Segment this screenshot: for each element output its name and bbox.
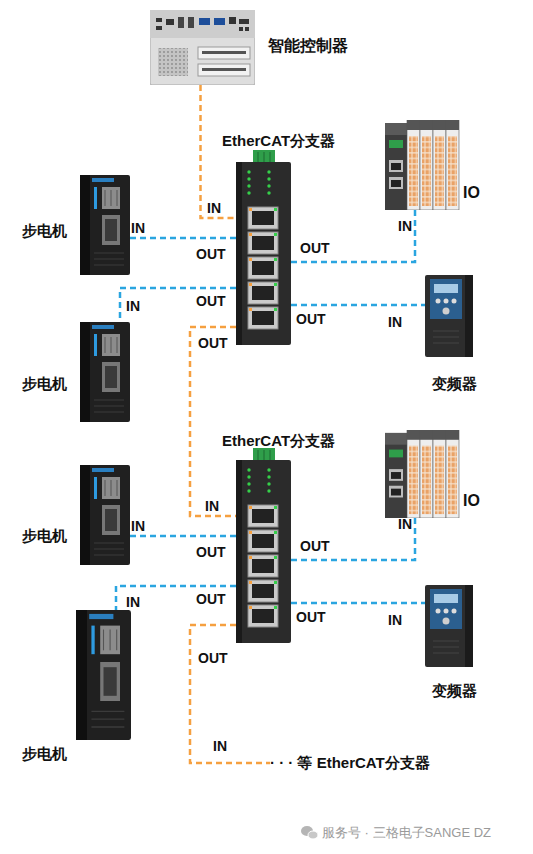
motor-node: 步电机 bbox=[80, 175, 130, 275]
node-label: 步电机 bbox=[22, 527, 67, 545]
motor-node: 步电机 bbox=[76, 610, 131, 740]
switch-node: EtherCAT分支器 bbox=[236, 460, 291, 643]
ethercat-switch bbox=[236, 150, 291, 345]
port-label: IN bbox=[398, 516, 412, 532]
stepper-driver bbox=[80, 322, 130, 422]
port-label: OUT bbox=[198, 335, 228, 351]
branch-link bbox=[291, 518, 415, 560]
branch-link bbox=[291, 210, 415, 262]
switch-node: EtherCAT分支器 bbox=[236, 162, 291, 345]
wechat-icon-part bbox=[308, 831, 318, 839]
node-label: EtherCAT分支器 bbox=[222, 132, 335, 150]
node-label: 步电机 bbox=[22, 222, 67, 240]
node-label: 变频器 bbox=[432, 682, 477, 700]
branch-link bbox=[130, 237, 236, 240]
vfd-node: 变频器 bbox=[425, 275, 473, 357]
port-label: IN bbox=[388, 612, 402, 628]
branch-link bbox=[130, 535, 236, 538]
trunk-link bbox=[201, 85, 237, 218]
controller-node: 智能控制器 bbox=[150, 10, 255, 85]
port-label: IN bbox=[398, 218, 412, 234]
node-label: 智能控制器 bbox=[268, 37, 348, 55]
vfd-drive bbox=[425, 585, 473, 667]
port-label: OUT bbox=[196, 293, 226, 309]
port-label: OUT bbox=[300, 240, 330, 256]
stepper-driver bbox=[80, 175, 130, 275]
port-label: OUT bbox=[296, 609, 326, 625]
ethercat-switch bbox=[236, 448, 291, 643]
port-label: OUT bbox=[198, 650, 228, 666]
node-label: IO bbox=[463, 492, 480, 510]
port-label: IN bbox=[131, 518, 145, 534]
port-label: OUT bbox=[196, 246, 226, 262]
vfd-drive bbox=[425, 275, 473, 357]
io-node: IO bbox=[385, 430, 460, 518]
branch-link bbox=[120, 288, 236, 322]
io-node: IO bbox=[385, 120, 460, 210]
motor-node: 步电机 bbox=[80, 465, 130, 565]
port-label: OUT bbox=[196, 591, 226, 607]
motor-node: 步电机 bbox=[80, 322, 130, 422]
branch-link bbox=[291, 304, 425, 307]
branch-link bbox=[291, 602, 425, 605]
trunk-link bbox=[190, 625, 270, 763]
industrial-pc bbox=[150, 10, 255, 85]
node-label: IO bbox=[463, 184, 480, 202]
port-label: IN bbox=[126, 594, 140, 610]
io-module bbox=[385, 120, 459, 210]
node-label: EtherCAT分支器 bbox=[222, 432, 335, 450]
port-label: IN bbox=[213, 738, 227, 754]
watermark: 服务号 · 三格电子SANGE DZ bbox=[322, 825, 491, 841]
io-module bbox=[385, 430, 459, 518]
port-label: IN bbox=[205, 498, 219, 514]
branch-link bbox=[116, 586, 236, 610]
node-label: · · · 等 EtherCAT分支器 bbox=[270, 754, 430, 772]
port-label: IN bbox=[126, 298, 140, 314]
continuation-node: · · · 等 EtherCAT分支器 bbox=[270, 752, 475, 774]
stepper-driver bbox=[76, 610, 131, 740]
port-label: IN bbox=[131, 220, 145, 236]
wechat-icon bbox=[301, 826, 318, 839]
node-label: 步电机 bbox=[22, 375, 67, 393]
port-label: OUT bbox=[300, 538, 330, 554]
port-label: OUT bbox=[296, 311, 326, 327]
stepper-driver bbox=[80, 465, 130, 565]
node-label: 步电机 bbox=[22, 745, 67, 763]
node-label: 变频器 bbox=[432, 375, 477, 393]
trunk-link bbox=[190, 327, 236, 516]
vfd-node: 变频器 bbox=[425, 585, 473, 667]
port-label: IN bbox=[388, 314, 402, 330]
port-label: IN bbox=[207, 200, 221, 216]
port-label: OUT bbox=[196, 544, 226, 560]
